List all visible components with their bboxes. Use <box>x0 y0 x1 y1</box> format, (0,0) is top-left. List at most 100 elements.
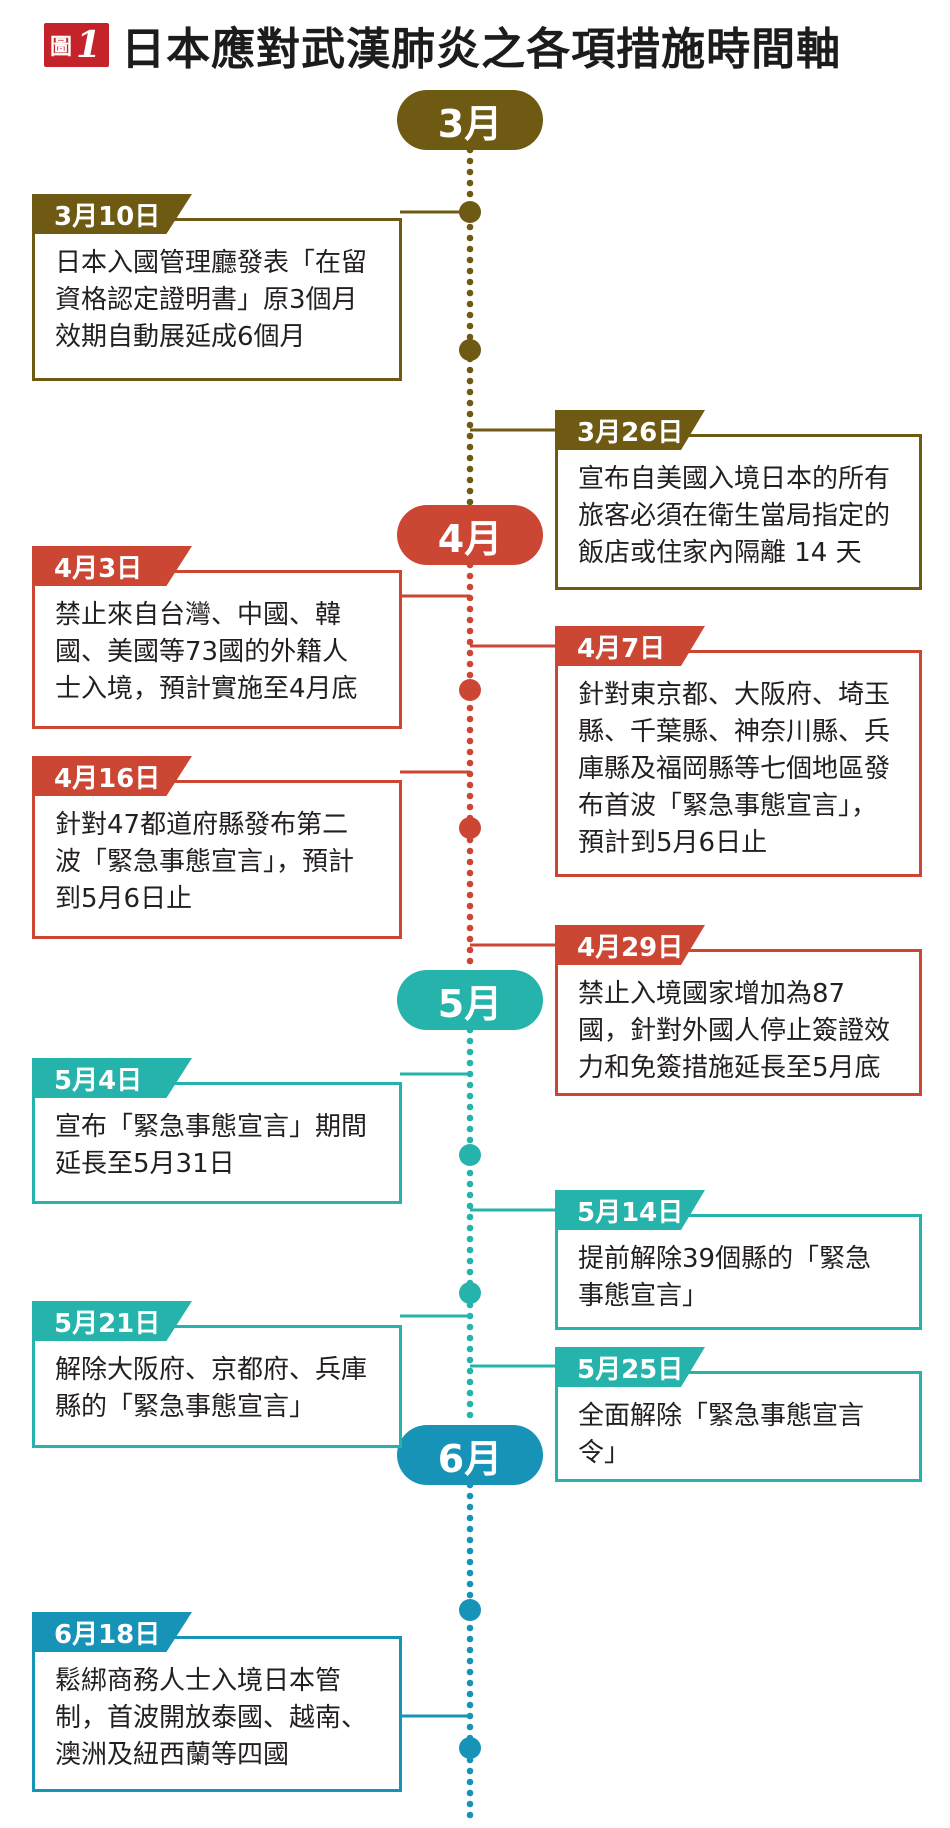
event-date-tag: 3月10日 <box>32 194 192 234</box>
event-text-line: 禁止來自台灣、中國、韓 <box>55 600 342 630</box>
spine-dot <box>466 333 474 341</box>
spine-dot <box>466 1081 474 1089</box>
event-date-tag: 5月25日 <box>555 1347 705 1387</box>
event-text-line: 令」 <box>578 1438 631 1468</box>
event-description: 日本入國管理廳發表「在留資格認定證明書」原3個月效期自動展延成6個月 <box>32 218 402 381</box>
spine-dot <box>466 1059 474 1067</box>
spine-dot <box>466 1323 474 1331</box>
spine-dot <box>466 1235 474 1243</box>
timeline-node <box>459 1282 481 1304</box>
event-description: 鬆綁商務人士入境日本管制，首波開放泰國、越南、澳洲及紐西蘭等四國 <box>32 1636 402 1792</box>
event-card: 提前解除39個縣的「緊急事態宣言」5月14日 <box>555 1190 922 1330</box>
spine-dot <box>466 935 474 943</box>
event-text-line: 庫縣及福岡縣等七個地區發 <box>578 754 891 784</box>
spine-dot <box>466 256 474 264</box>
spine-dot <box>466 454 474 462</box>
spine-dot <box>466 924 474 932</box>
event-text-line: 制，首波開放泰國、越南、 <box>55 1703 368 1733</box>
spine-dot <box>466 605 474 613</box>
spine-dot <box>466 223 474 231</box>
spine-dot <box>466 1411 474 1419</box>
spine-dot <box>466 234 474 242</box>
spine-dot <box>466 1268 474 1276</box>
event-description: 提前解除39個縣的「緊急事態宣言」 <box>555 1214 922 1330</box>
event-description: 解除大阪府、京都府、兵庫縣的「緊急事態宣言」 <box>32 1325 402 1448</box>
spine-dot <box>466 1723 474 1731</box>
spine-dot <box>466 1668 474 1676</box>
spine-dot <box>466 737 474 745</box>
spine-dot <box>466 168 474 176</box>
spine-dot <box>466 1224 474 1232</box>
spine-dot <box>466 671 474 679</box>
event-text-line: 縣、千葉縣、神奈川縣、兵 <box>578 717 891 747</box>
spine-dot <box>466 759 474 767</box>
spine-dot <box>466 803 474 811</box>
spine-dot <box>466 1400 474 1408</box>
spine-dot <box>466 649 474 657</box>
figure-badge: 圖 1 <box>44 23 110 67</box>
spine-dot <box>466 1624 474 1632</box>
event-date-tag: 5月14日 <box>555 1190 705 1230</box>
timeline-node <box>459 1737 481 1759</box>
spine-dot <box>466 715 474 723</box>
timeline-node <box>459 817 481 839</box>
spine-dot <box>466 1136 474 1144</box>
spine-dot <box>466 1246 474 1254</box>
spine-dot <box>466 913 474 921</box>
spine-dot <box>466 278 474 286</box>
month-label: 3月 <box>397 90 543 150</box>
spine-dot <box>466 869 474 877</box>
spine-dot <box>466 1514 474 1522</box>
spine-dot <box>466 627 474 635</box>
spine-dot <box>466 399 474 407</box>
spine-dot <box>466 1789 474 1797</box>
event-date-tag: 4月16日 <box>32 756 192 796</box>
event-description: 針對東京都、大阪府、埼玉縣、千葉縣、神奈川縣、兵庫縣及福岡縣等七個地區發布首波「… <box>555 650 922 877</box>
spine-dot <box>466 1525 474 1533</box>
spine-dot <box>466 1580 474 1588</box>
event-text-line: 提前解除39個縣的「緊急 <box>578 1244 872 1274</box>
spine-dot <box>466 1503 474 1511</box>
spine-dot <box>466 1389 474 1397</box>
spine-dot <box>466 583 474 591</box>
spine-dot <box>466 1169 474 1177</box>
spine-dot <box>466 1356 474 1364</box>
event-description: 宣布自美國入境日本的所有旅客必須在衛生當局指定的飯店或住家內隔離 14 天 <box>555 434 922 590</box>
spine-dot <box>466 245 474 253</box>
spine-dot <box>466 638 474 646</box>
spine-dot <box>466 1492 474 1500</box>
spine-dot <box>466 957 474 965</box>
event-date-tag: 4月7日 <box>555 626 705 666</box>
event-text-line: 針對47都道府縣發布第二 <box>55 810 349 840</box>
spine-dot <box>466 1591 474 1599</box>
event-text-line: 效期自動展延成6個月 <box>55 322 306 352</box>
spine-dot <box>466 432 474 440</box>
spine-dot <box>466 1690 474 1698</box>
spine-dot <box>466 1701 474 1709</box>
spine-dot <box>466 1037 474 1045</box>
spine-dot <box>466 902 474 910</box>
timeline-node <box>459 339 481 361</box>
spine-dot <box>466 1778 474 1786</box>
event-text-line: 布首波「緊急事態宣言」， <box>578 791 878 821</box>
spine-dot <box>466 1092 474 1100</box>
event-text-line: 預計到5月6日止 <box>578 828 768 858</box>
spine-dot <box>466 1334 474 1342</box>
spine-dot <box>466 1345 474 1353</box>
spine-dot <box>466 1558 474 1566</box>
spine-dot <box>466 179 474 187</box>
timeline-node <box>459 1599 481 1621</box>
spine-dot <box>466 267 474 275</box>
figure-word: 圖 <box>50 35 73 60</box>
spine-dot <box>466 322 474 330</box>
figure-number: 1 <box>76 24 102 66</box>
spine-dot <box>466 465 474 473</box>
event-date-tag: 6月18日 <box>32 1612 192 1652</box>
spine-dot <box>466 1180 474 1188</box>
event-date-tag: 5月4日 <box>32 1058 192 1098</box>
event-text-line: 延長至5月31日 <box>55 1149 235 1179</box>
spine-dot <box>466 946 474 954</box>
